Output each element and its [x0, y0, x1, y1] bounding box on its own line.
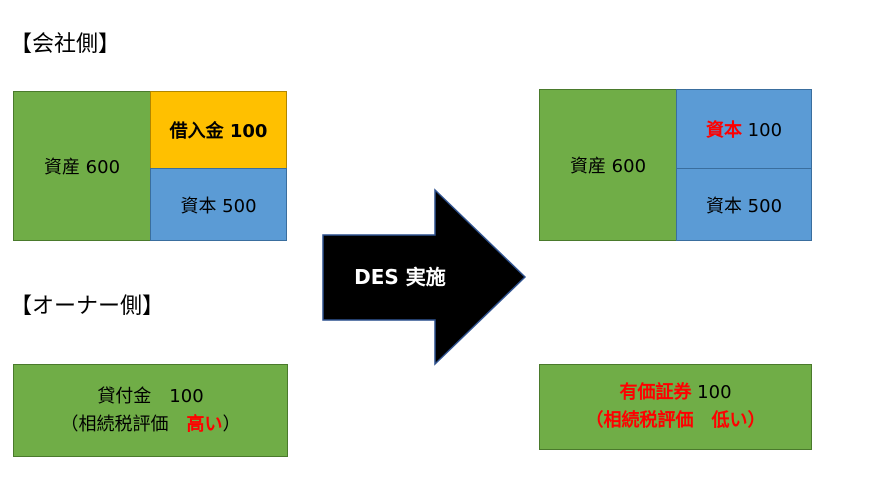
after-owner-line1-value: 100 [691, 382, 732, 404]
before-owner-line1: 貸付金 100 [97, 385, 204, 407]
after-owner-line1: 有価証券 100 [619, 379, 731, 407]
des-arrow-shape [322, 188, 527, 366]
after-new-capital-box: 資本 100 [676, 89, 812, 169]
after-owner-line1-emph: 有価証券 [619, 382, 692, 404]
after-owner-line2-emph: 相続税評価 低い [603, 410, 748, 431]
before-loan-box: 借入金 100 [150, 91, 287, 169]
des-arrow-label: DES 実施 [354, 265, 446, 289]
before-capital-box: 資本 500 [150, 168, 287, 241]
before-owner-box: 貸付金 100 （相続税評価 高い） [13, 364, 288, 457]
after-assets-box: 資産 600 [539, 89, 677, 241]
before-loan-label: 借入金 100 [169, 121, 268, 142]
before-owner-line2: （相続税評価 高い） [61, 411, 241, 439]
after-owner-box: 有価証券 100 （相続税評価 低い） [539, 364, 812, 450]
after-new-capital-emph: 資本 [705, 120, 742, 141]
before-capital-label: 資本 500 [180, 195, 257, 217]
owner-side-heading: 【オーナー側】 [10, 294, 165, 319]
after-capital-box: 資本 500 [676, 168, 812, 241]
company-side-heading: 【会社側】 [10, 32, 121, 57]
after-assets-label: 資産 600 [569, 156, 647, 177]
after-owner-line2: （相続税評価 低い） [586, 407, 766, 435]
before-assets-label: 資産 600 [43, 157, 121, 178]
after-owner-line2-suffix: ） [747, 410, 766, 431]
after-new-capital-value: 100 [741, 120, 783, 141]
before-assets-box: 資産 600 [13, 91, 151, 241]
after-capital-label: 資本 500 [705, 195, 783, 217]
before-owner-line2-emph: 高い [186, 413, 223, 435]
before-owner-line2-prefix: （相続税評価 [60, 413, 187, 435]
after-owner-line2-prefix: （ [585, 410, 604, 431]
after-new-capital-label: 資本 100 [706, 116, 782, 142]
before-owner-line2-suffix: ） [222, 413, 241, 435]
